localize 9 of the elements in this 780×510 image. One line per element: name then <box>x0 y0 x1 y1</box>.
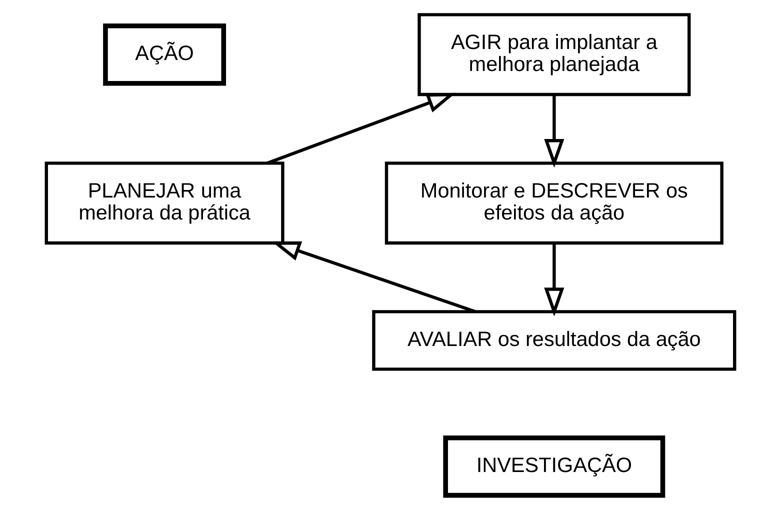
arrow <box>544 244 564 316</box>
node-box: PLANEJAR uma melhora da prática <box>44 162 284 245</box>
node-box: Monitorar e DESCREVER os efeitos da ação <box>384 162 723 245</box>
node-box: AGIR para implantar a melhora planejada <box>417 13 690 96</box>
arrow <box>544 95 564 168</box>
node-box: AÇÃO <box>102 23 226 86</box>
node-box: AVALIAR os resultados da ação <box>372 310 736 371</box>
arrow <box>266 92 456 165</box>
node-box: INVESTIGAÇÃO <box>442 435 665 498</box>
